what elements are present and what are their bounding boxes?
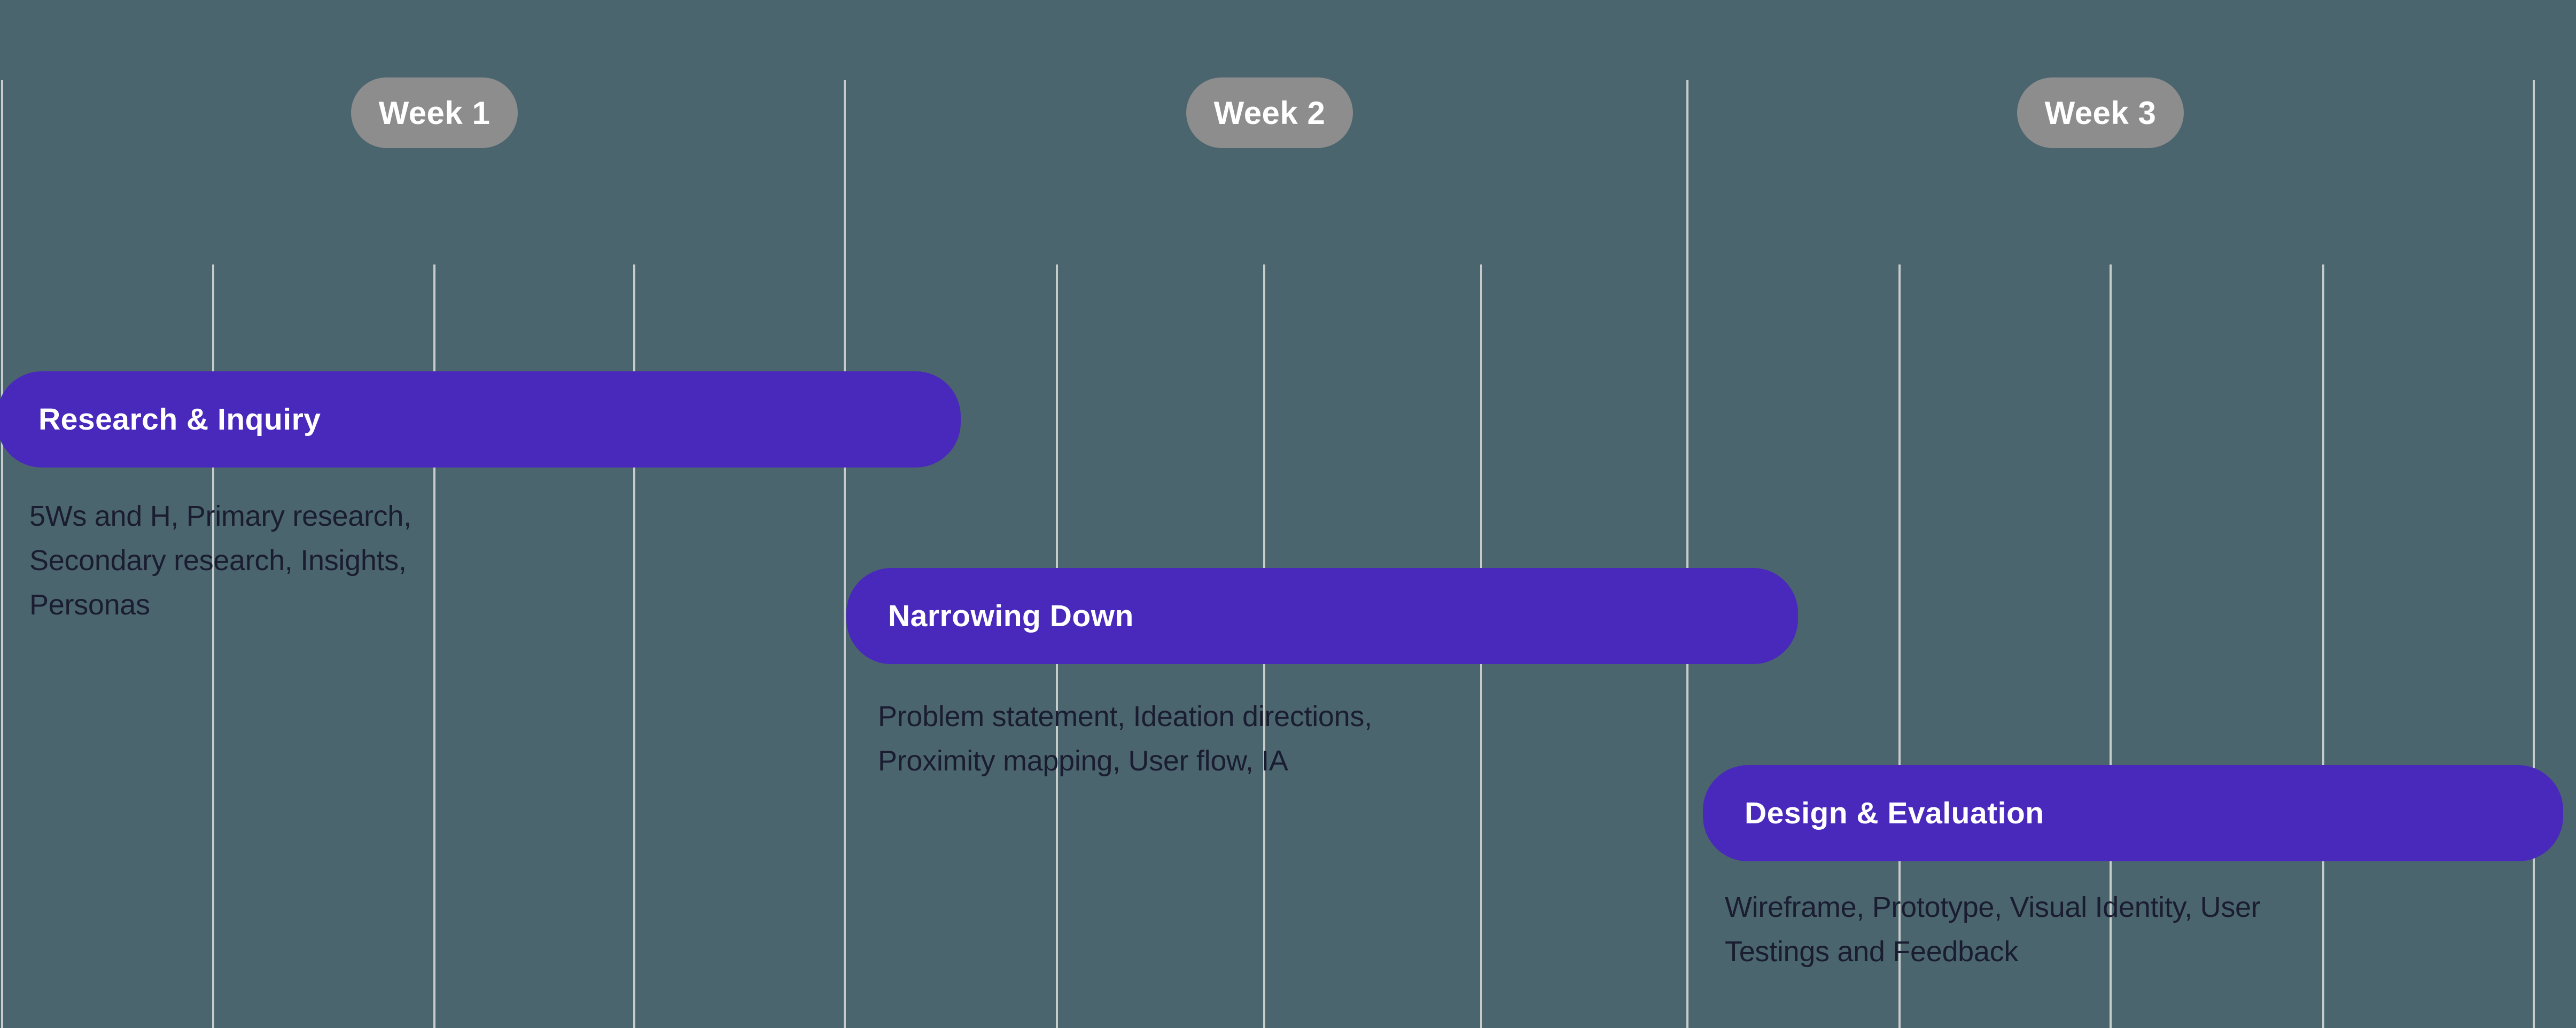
task-description-line: Testings and Feedback	[1725, 936, 2019, 968]
task-description-line: 5Ws and H, Primary research,	[29, 500, 411, 532]
gridline-subdivision	[2322, 264, 2324, 1028]
task-description-line: Personas	[29, 589, 150, 621]
gridline-week-boundary	[1, 80, 3, 1028]
gridline-subdivision	[633, 264, 635, 1028]
week-2-badge: Week 2	[1186, 77, 1353, 148]
task-description-line: Problem statement, Ideation directions,	[878, 700, 1372, 733]
gridline-subdivision	[2110, 264, 2112, 1028]
task-bar-narrowing-down: Narrowing Down	[846, 568, 1798, 664]
gridline-subdivision	[433, 264, 435, 1028]
week-2-label: Week 2	[1213, 95, 1326, 131]
gridline-week-boundary	[2533, 80, 2535, 1028]
task-bar-title: Design & Evaluation	[1745, 796, 2044, 830]
week-1-label: Week 1	[378, 95, 491, 131]
week-3-label: Week 3	[2044, 95, 2157, 131]
gridline-subdivision	[212, 264, 214, 1028]
task-description-line: Wireframe, Prototype, Visual Identity, U…	[1725, 891, 2261, 923]
task-bar-design-evaluation: Design & Evaluation	[1703, 765, 2563, 861]
gridline-week-boundary	[844, 80, 846, 1028]
gridline-subdivision	[1898, 264, 1901, 1028]
task-bar-title: Narrowing Down	[888, 599, 1134, 633]
task-description-narrowing-down: Problem statement, Ideation directions, …	[878, 695, 1372, 783]
week-3-badge: Week 3	[2017, 77, 2184, 148]
gridline-week-boundary	[1686, 80, 1688, 1028]
task-description-research-inquiry: 5Ws and H, Primary research, Secondary r…	[29, 494, 411, 627]
task-description-line: Secondary research, Insights,	[29, 544, 407, 577]
task-description-design-evaluation: Wireframe, Prototype, Visual Identity, U…	[1725, 885, 2261, 974]
task-bar-title: Research & Inquiry	[38, 402, 321, 437]
task-bar-research-inquiry: Research & Inquiry	[0, 371, 961, 468]
week-1-badge: Week 1	[351, 77, 518, 148]
task-description-line: Proximity mapping, User flow, IA	[878, 745, 1288, 777]
